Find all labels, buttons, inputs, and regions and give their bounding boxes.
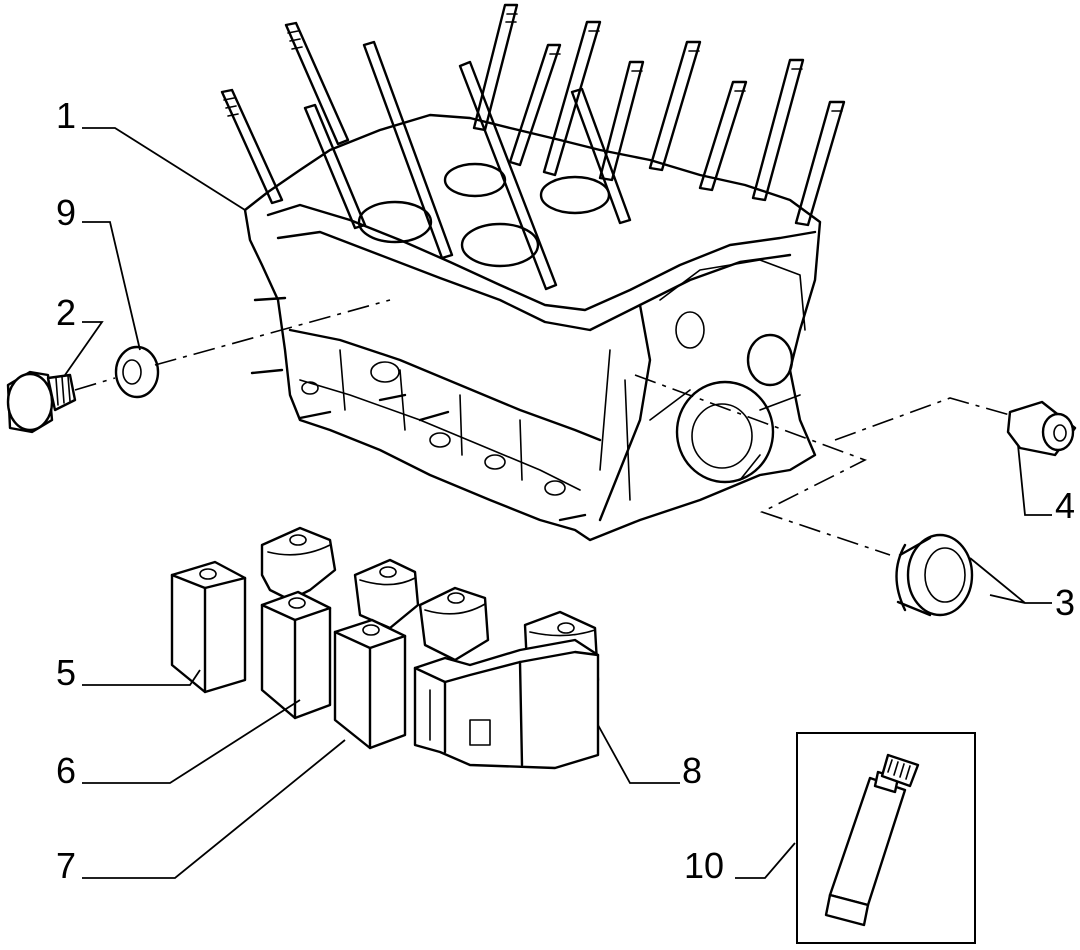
callout-6: 6 — [56, 750, 76, 791]
callout-1: 1 — [56, 95, 76, 136]
callout-8: 8 — [682, 750, 702, 791]
bush-drawing — [1006, 400, 1077, 457]
plug-drawing — [6, 370, 77, 434]
engine-block-drawing — [220, 3, 846, 542]
callout-2: 2 — [56, 292, 76, 333]
bearing-caps-drawing — [170, 526, 600, 770]
sealant-tube-drawing — [796, 732, 976, 944]
callout-5: 5 — [56, 652, 76, 693]
alignment-lines — [74, 299, 1011, 556]
callout-9: 9 — [56, 192, 76, 233]
callout-3: 3 — [1055, 582, 1075, 623]
callout-4: 4 — [1055, 485, 1075, 526]
ring-seal-drawing — [895, 533, 974, 617]
callout-10: 10 — [684, 845, 724, 886]
leader-lines — [64, 127, 1052, 879]
washer-drawing — [114, 345, 160, 399]
callout-7: 7 — [56, 845, 76, 886]
